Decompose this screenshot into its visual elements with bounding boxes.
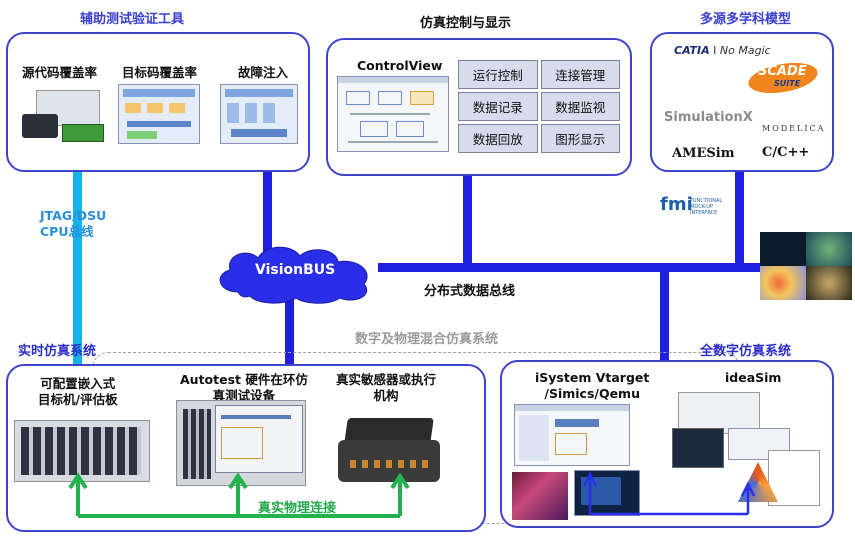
- ideasim-screenshot: [668, 392, 824, 512]
- vtarget-screenshot: [514, 404, 630, 466]
- top-right-title: 多源多学科模型: [700, 12, 792, 27]
- data-monitoring-button[interactable]: 数据监视: [540, 92, 620, 121]
- fault-injection-label: 故障注入: [238, 65, 289, 80]
- autotest-label: Autotest 硬件在环仿 真测试设备: [180, 372, 308, 403]
- data-recording-button[interactable]: 数据记录: [458, 92, 538, 121]
- bottom-left-title: 实时仿真系统: [18, 344, 97, 359]
- distributed-bus-horizontal: [378, 263, 764, 272]
- bus-drop-bottom-left: [285, 288, 294, 368]
- real-sensor-actuator-image: [338, 416, 440, 486]
- physical-connection-label: 真实物理连接: [258, 501, 337, 516]
- controlview-title: ControlView: [357, 58, 443, 73]
- controlview-screenshot: [337, 76, 449, 152]
- run-control-button[interactable]: 运行控制: [458, 60, 538, 89]
- bus-drop-bottom-right: [660, 270, 669, 360]
- scade-logo: SCADE SUITE: [746, 58, 820, 98]
- connection-management-button[interactable]: 连接管理: [540, 60, 620, 89]
- vtarget-label: iSystem Vtarget /Simics/Qemu: [535, 370, 650, 401]
- modelica-logo: MODELICA: [762, 124, 826, 133]
- fault-injection-diagram-image: [220, 84, 298, 144]
- control-button-grid: 运行控制 连接管理 数据记录 数据监视 数据回放 图形显示: [458, 60, 620, 153]
- cpp-logo: C/C++: [762, 145, 810, 160]
- ideasim-label: ideaSim: [725, 370, 782, 385]
- fmi-logo: fmi FUNCTIONAL MOCK-UP INTERFACE: [660, 194, 723, 216]
- bus-drop-top-middle: [463, 176, 472, 270]
- distributed-bus-label: 分布式数据总线: [424, 284, 516, 299]
- jtag-link-line: [73, 170, 82, 370]
- top-left-title: 辅助测试验证工具: [80, 12, 185, 27]
- object-coverage-label: 目标码覆盖率: [122, 65, 198, 80]
- bus-drop-top-left: [263, 170, 272, 260]
- top-middle-title: 仿真控制与显示: [420, 16, 512, 31]
- object-coverage-diagram-image: [118, 84, 200, 144]
- bottom-right-title: 全数字仿真系统: [700, 344, 792, 359]
- qemu-screenshot: [574, 470, 640, 516]
- physical-connection-lines: [68, 472, 410, 518]
- embedded-target-chassis-image: [14, 420, 150, 482]
- catia-logo: CATIA I No Magic: [674, 44, 771, 57]
- source-coverage-label: 源代码覆盖率: [22, 65, 98, 80]
- bus-drop-top-right: [735, 172, 744, 270]
- source-coverage-device-image: [18, 88, 106, 146]
- visionbus-label: VisionBUS: [255, 262, 336, 278]
- autotest-device-image: [176, 400, 306, 486]
- multi-model-panel: [650, 32, 834, 172]
- data-playback-button[interactable]: 数据回放: [458, 124, 538, 153]
- digital-sim-arrows: [582, 471, 756, 516]
- visionbus-cloud: [219, 246, 368, 304]
- hybrid-system-label: 数字及物理混合仿真系统: [355, 332, 499, 347]
- real-sensor-label: 真实敏感器或执行 机构: [336, 372, 437, 403]
- jtag-label: JTAG/DSU CPU总线: [40, 208, 107, 239]
- simulationx-logo: SimulationX: [664, 110, 753, 125]
- simics-logo-image: [512, 472, 568, 520]
- simulation-visualization-image: [760, 232, 852, 300]
- embedded-target-label: 可配置嵌入式 目标机/评估板: [38, 376, 118, 407]
- amesim-logo: AMESim: [672, 146, 735, 161]
- graphic-display-button[interactable]: 图形显示: [540, 124, 620, 153]
